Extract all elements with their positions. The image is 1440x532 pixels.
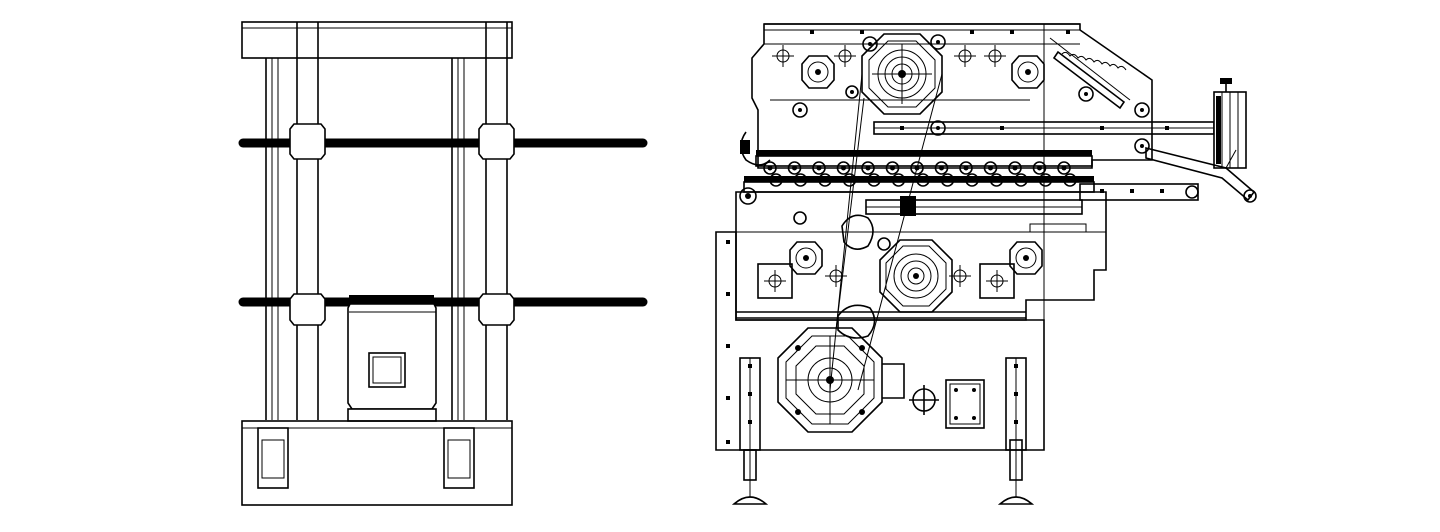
feed-roller [965, 173, 979, 187]
leveling-legs [731, 357, 1035, 505]
feed-roller [793, 173, 808, 187]
feed-roller [867, 173, 881, 187]
lower-bearings [789, 241, 1043, 275]
feed-roller-hub [865, 165, 871, 171]
upper-roller-row [755, 150, 1093, 167]
column-collars [289, 123, 515, 326]
feed-roller [763, 161, 777, 175]
upper-bearings [801, 55, 1045, 89]
feed-roller [910, 161, 924, 175]
feed-roller-hub [1012, 165, 1018, 171]
feed-roller-hub [822, 177, 828, 183]
feed-roller [959, 161, 973, 175]
adjustment-handwheel [1213, 78, 1247, 169]
feed-roller [836, 161, 851, 175]
feed-roller-hub [988, 165, 993, 171]
feed-roller-hub [914, 165, 920, 171]
upper-fastener-marks [772, 45, 1006, 67]
feed-roller-hub [871, 177, 877, 183]
feed-roller [1057, 161, 1071, 175]
front-view [238, 21, 648, 506]
feed-roller [989, 173, 1004, 187]
feed-roller-hub [847, 177, 852, 183]
lower-housing [735, 191, 1107, 321]
tension-spring [1049, 37, 1131, 110]
indicator-gauge [909, 385, 939, 415]
feed-rollers [763, 161, 1077, 187]
upper-idlers [792, 34, 1150, 154]
control-panel [945, 379, 985, 429]
feed-roller-hub [920, 177, 926, 183]
feed-roller-hub [792, 165, 797, 171]
main-columns [296, 58, 508, 420]
left-pulley [739, 131, 771, 205]
feed-roller-hub [939, 165, 944, 171]
gearbox-pulley [777, 327, 883, 433]
feed-roller-hub [1018, 177, 1024, 183]
feed-roller-hub [1067, 177, 1073, 183]
feed-roller [885, 161, 900, 175]
feed-roller-hub [994, 177, 999, 183]
feed-roller-hub [816, 165, 822, 171]
upper-drive-roller [861, 33, 943, 115]
feed-roller [812, 161, 826, 175]
motor-terminal-box [368, 352, 406, 388]
feed-roller [842, 173, 857, 187]
top-crossbeam [241, 21, 513, 59]
feed-roller-hub [963, 165, 969, 171]
middle-rail [865, 196, 1087, 233]
feed-roller [861, 161, 875, 175]
base-frame [241, 420, 513, 506]
feed-roller-hub [841, 165, 846, 171]
feed-roller-hub [945, 177, 950, 183]
motor [347, 295, 437, 422]
outer-columns [265, 58, 465, 420]
feed-roller [916, 173, 930, 187]
machine-body [715, 231, 1045, 451]
feed-roller [769, 173, 783, 187]
feed-roller [934, 161, 949, 175]
feed-roller [1063, 173, 1077, 187]
feed-roller [940, 173, 955, 187]
feed-roller-hub [1061, 165, 1067, 171]
feed-roller [818, 173, 832, 187]
feed-roller [1008, 161, 1022, 175]
feed-roller [1032, 161, 1047, 175]
feed-roller-hub [767, 165, 773, 171]
feed-roller-hub [1043, 177, 1048, 183]
side-view [715, 23, 1257, 505]
feed-roller-hub [896, 177, 901, 183]
feed-roller-hub [798, 177, 803, 183]
feed-roller-hub [969, 177, 975, 183]
feed-roller [983, 161, 998, 175]
lower-bearing-blocks [757, 263, 1015, 299]
feed-roller [1038, 173, 1053, 187]
lower-drive-roller [879, 239, 953, 313]
feed-roller [891, 173, 906, 187]
feed-roller-hub [773, 177, 779, 183]
feed-roller-hub [1037, 165, 1042, 171]
feed-roller [787, 161, 802, 175]
feed-roller-hub [890, 165, 895, 171]
motor-flange [882, 363, 905, 399]
feed-roller [1014, 173, 1028, 187]
linkage-arm [1145, 146, 1257, 203]
